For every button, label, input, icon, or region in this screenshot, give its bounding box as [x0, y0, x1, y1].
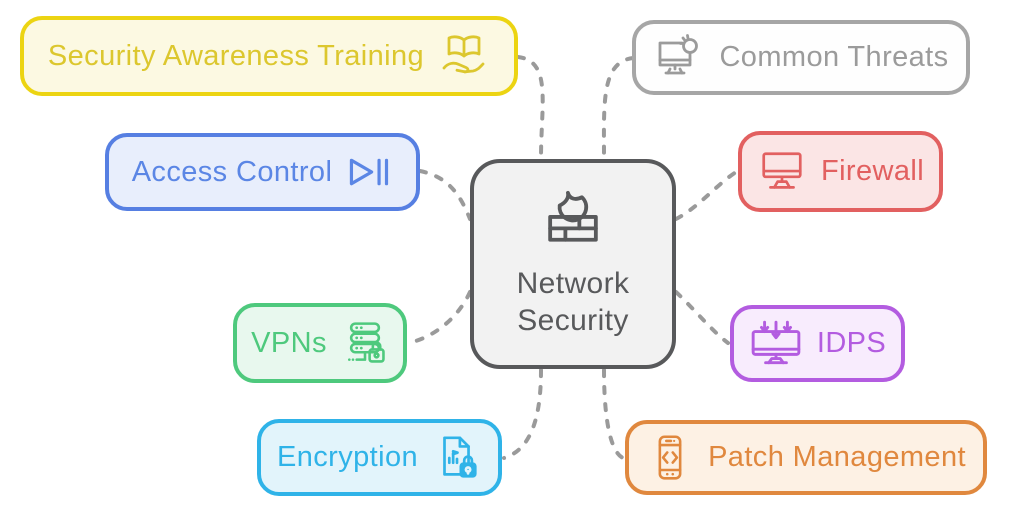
- node-vpns[interactable]: VPNs: [233, 303, 407, 383]
- connector-idps: [674, 290, 730, 345]
- node-common-threats[interactable]: Common Threats: [632, 20, 970, 95]
- monitor-arrows-icon: [749, 317, 803, 371]
- firewall-brick-flame-icon: [540, 189, 606, 255]
- server-lock-icon: [341, 319, 389, 367]
- monitor-icon: [757, 147, 807, 197]
- node-firewall[interactable]: Firewall: [738, 131, 943, 212]
- connector-vpns: [407, 290, 472, 345]
- connector-access: [418, 169, 472, 221]
- connector-firewall: [674, 170, 738, 221]
- document-lock-icon: [432, 433, 482, 483]
- node-label: VPNs: [251, 326, 327, 359]
- node-label: Firewall: [820, 155, 925, 187]
- node-label: Network Security: [516, 266, 630, 338]
- connector-patch: [602, 368, 625, 460]
- node-idps[interactable]: IDPS: [730, 305, 905, 382]
- node-security-awareness-training[interactable]: Security Awareness Training: [20, 16, 518, 96]
- node-network-security[interactable]: Network Security: [470, 159, 676, 369]
- monitor-bug-icon: [653, 32, 705, 84]
- node-encryption[interactable]: Encryption: [257, 419, 502, 496]
- node-label: Common Threats: [719, 41, 949, 73]
- node-label: Encryption: [277, 441, 419, 473]
- node-label: IDPS: [816, 327, 887, 359]
- connector-sat: [516, 55, 545, 160]
- connector-encryption: [502, 368, 543, 460]
- phone-code-icon: [646, 434, 694, 482]
- node-label: Access Control: [131, 155, 333, 188]
- book-hand-icon: [438, 30, 490, 82]
- connector-common: [601, 56, 635, 160]
- node-access-control[interactable]: Access Control: [105, 133, 420, 211]
- node-label: Security Awareness Training: [47, 39, 425, 72]
- play-pause-icon: [346, 155, 393, 189]
- node-patch-management[interactable]: Patch Management: [625, 420, 987, 495]
- node-label: Patch Management: [708, 441, 966, 473]
